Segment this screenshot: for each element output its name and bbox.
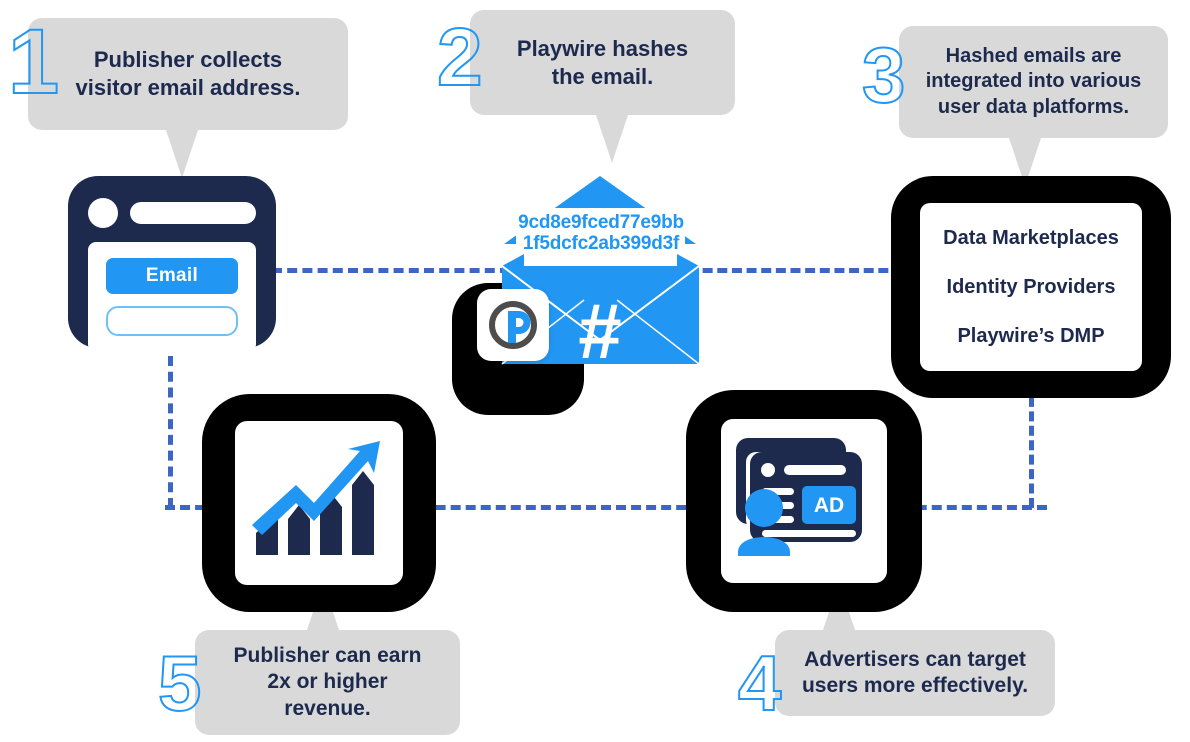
step-number-2: 2 [436,12,484,103]
callout-step-2-tail [596,115,628,163]
connector-browser-down [168,356,173,508]
svg-text:#: # [578,287,621,375]
callout-step-1-tail [166,130,198,178]
step-number-3: 3 [861,31,906,119]
callout-step-1-text: Publisher collects visitor email address… [75,47,301,100]
revenue-growth-card [235,421,403,585]
playwire-logo-badge [477,289,549,361]
publisher-email-form-card: Email [68,176,276,352]
data-platform-item-0: Data Marketplaces [943,226,1119,249]
revenue-growth-frame [202,394,436,612]
hashed-email-envelope: # 9cd8e9fced77e9bb 1f5dcfc2ab399d3f [488,168,713,383]
email-button[interactable]: Email [106,258,238,294]
data-platforms-panel: Data Marketplaces Identity Providers Pla… [920,203,1142,371]
connector-envelope-to-panel [688,268,903,273]
ad-targeting-frame: AD [686,390,922,612]
callout-step-5-text: Publisher can earn 2x or higher revenue. [233,643,422,720]
callout-step-4: Advertisers can target users more effect… [775,582,1055,716]
browser-dot-icon [88,198,118,228]
step-number-5: 5 [157,639,202,727]
ad-targeting-icon: AD [736,438,862,556]
callout-step-4-text: Advertisers can target users more effect… [801,647,1029,697]
email-input[interactable] [106,306,238,336]
growth-chart-icon [252,441,380,555]
callout-step-3-text: Hashed emails are integrated into variou… [925,45,1142,118]
envelope-svg: # [501,176,700,375]
connector-panel-down [1029,368,1034,508]
browser-title-bar [88,198,256,228]
playwire-p-icon [489,301,537,349]
data-platforms-frame: Data Marketplaces Identity Providers Pla… [891,176,1171,398]
callout-step-1: Publisher collects visitor email address… [28,18,348,178]
callout-step-2: Playwire hashes the email. [470,10,735,163]
email-form: Email [88,242,256,352]
ad-targeting-card: AD [721,419,887,583]
ad-label: AD [814,494,844,517]
data-platform-item-2: Playwire’s DMP [957,324,1105,347]
callout-step-2-text: Playwire hashes the email. [516,35,689,89]
connector-bottom-row [165,505,1047,510]
connector-browser-to-envelope [272,268,510,273]
callout-step-5: Publisher can earn 2x or higher revenue. [195,582,460,735]
callout-step-3: Hashed emails are integrated into variou… [899,26,1168,186]
step-number-4: 4 [737,639,782,727]
browser-url-bar[interactable] [130,202,256,224]
hashed-email-value: 9cd8e9fced77e9bb 1f5dcfc2ab399d3f [518,212,684,255]
step-number-1: 1 [7,11,60,113]
data-platform-item-1: Identity Providers [946,275,1116,298]
